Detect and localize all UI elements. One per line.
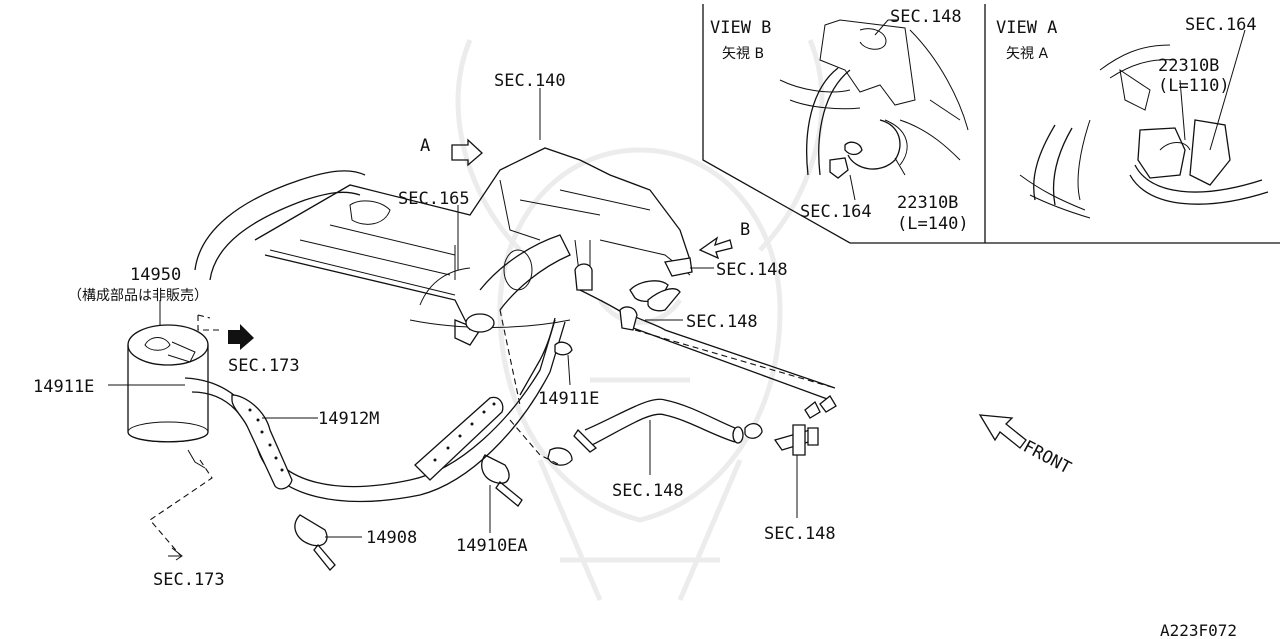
part-14950-label[interactable]: 14950 — [130, 265, 181, 285]
view-a-inset: VIEW A 矢視 A SEC.164 22310B (L=110) — [996, 15, 1269, 219]
hose-clamp-14910ea[interactable] — [481, 454, 523, 507]
sec165-label[interactable]: SEC.165 — [398, 189, 470, 209]
hose-clamp-14911e[interactable] — [554, 341, 573, 356]
arrow-icon-view-a — [451, 138, 483, 167]
part-14912m-label[interactable]: 14912M — [318, 409, 379, 429]
view-b-subtitle: 矢視 B — [722, 46, 764, 62]
lower-purge-hose[interactable] — [547, 398, 819, 466]
front-label: FRONT — [1020, 437, 1075, 479]
sec173-label-upper[interactable]: SEC.173 — [228, 356, 300, 376]
part-14910ea-label[interactable]: 14910EA — [456, 536, 528, 556]
sec140-label[interactable]: SEC.140 — [494, 71, 566, 91]
view-a-subtitle: 矢視 A — [1006, 46, 1048, 62]
engine-outline — [194, 147, 691, 346]
arrow-icon-view-b — [698, 236, 733, 260]
view-a-part-label[interactable]: 22310B — [1158, 56, 1219, 76]
sec173-label-lower[interactable]: SEC.173 — [153, 570, 225, 590]
sec148-label-upper-right[interactable]: SEC.148 — [716, 260, 788, 280]
hose-perforation-dots — [248, 402, 496, 472]
view-b-length-label: (L=140) — [897, 214, 969, 234]
view-a-marker: A — [420, 136, 430, 156]
part-14908-label[interactable]: 14908 — [366, 528, 417, 548]
view-b-marker: B — [740, 220, 750, 240]
arrow-icon-sec173-upper — [228, 324, 254, 350]
part-14911e-label-center[interactable]: 14911E — [538, 389, 599, 409]
hose-clamp-14908[interactable] — [294, 514, 336, 571]
sec148-label-bottom-right[interactable]: SEC.148 — [764, 524, 836, 544]
charcoal-canister[interactable] — [127, 324, 209, 469]
part-14950-note: （構成部品は非販売） — [68, 288, 208, 304]
view-a-length-label: (L=110) — [1158, 76, 1230, 96]
view-a-sec164-label[interactable]: SEC.164 — [1185, 15, 1257, 35]
view-b-sec148-label[interactable]: SEC.148 — [890, 7, 962, 27]
front-arrow-icon — [978, 414, 1027, 449]
arrow-icon-sec173-lower — [168, 547, 183, 561]
view-b-sec164-label[interactable]: SEC.164 — [800, 202, 872, 222]
purge-hoses[interactable] — [574, 257, 837, 419]
dashed-routing-lines — [149, 309, 836, 556]
sec148-label-mid-right[interactable]: SEC.148 — [686, 312, 758, 332]
view-b-part-label[interactable]: 22310B — [897, 193, 958, 213]
view-b-inset: VIEW B 矢視 B SEC.148 SEC.164 22310B (L=14… — [702, 4, 1280, 244]
view-b-title: VIEW B — [710, 18, 771, 38]
vapor-hose[interactable] — [184, 317, 566, 503]
sec148-label-bottom-center[interactable]: SEC.148 — [612, 481, 684, 501]
label-leader-lines — [108, 88, 798, 538]
part-14911e-label-left[interactable]: 14911E — [33, 377, 94, 397]
view-a-title: VIEW A — [996, 18, 1057, 38]
drawing-number: A223F072 — [1160, 621, 1237, 639]
watermark-emblem — [455, 39, 825, 601]
